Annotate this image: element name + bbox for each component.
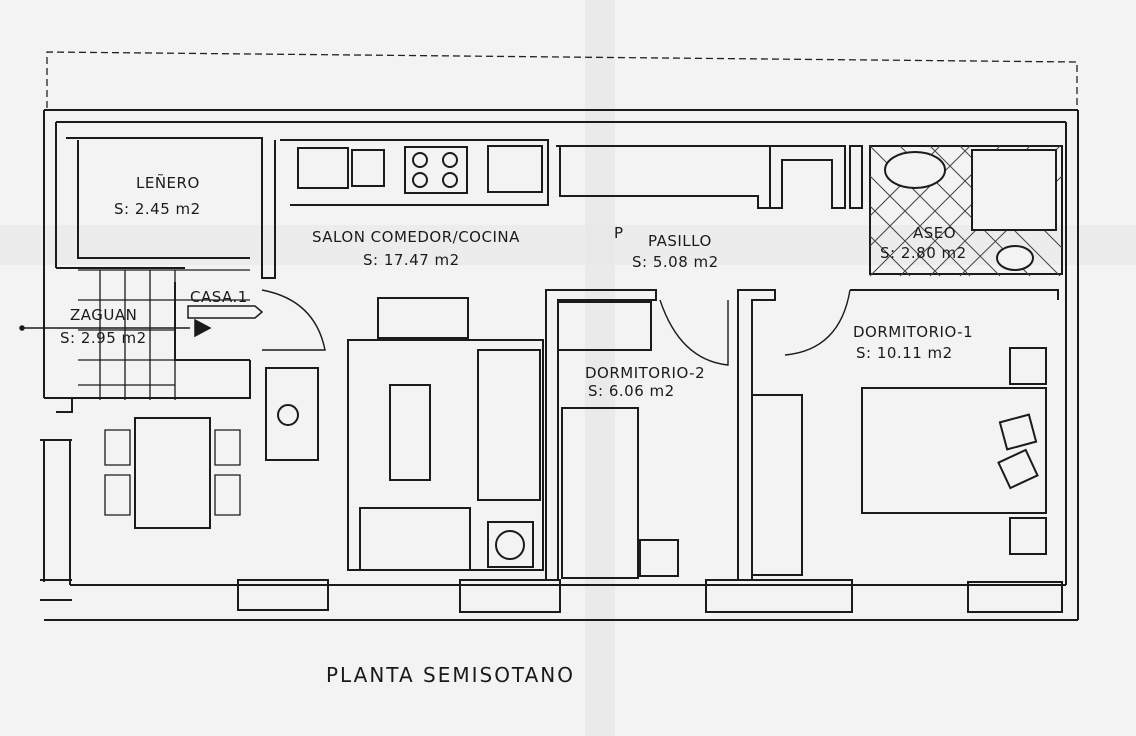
sink xyxy=(297,147,349,189)
nightstand-dorm2 xyxy=(639,539,679,577)
toilet xyxy=(996,245,1034,271)
wall-segment-b xyxy=(849,145,863,209)
wall-segment-a xyxy=(770,145,846,209)
tv-unit xyxy=(377,297,469,339)
marker-letter: P xyxy=(614,224,624,242)
pillow-2 xyxy=(997,448,1039,490)
bottom-pillar-3 xyxy=(705,579,853,613)
room-name-dormitorio-1: DORMITORIO-1 xyxy=(853,323,974,341)
dining-table xyxy=(134,417,211,529)
room-name-salon: SALON COMEDOR/COCINA xyxy=(312,228,520,246)
washer xyxy=(487,521,534,568)
room-area-salon: S: 17.47 m2 xyxy=(363,251,460,269)
shower-tray xyxy=(971,149,1057,231)
sofa-bottom xyxy=(359,507,471,571)
washbasin xyxy=(884,151,946,189)
bottom-pillar-1 xyxy=(237,579,329,611)
lenero-wall xyxy=(66,137,276,279)
dining-chairs xyxy=(104,429,241,516)
room-area-dormitorio-2: S: 6.06 m2 xyxy=(588,382,675,400)
outer-wall-bottom xyxy=(44,584,1078,621)
entrance-label: CASA.1 xyxy=(190,288,248,306)
coffee-table xyxy=(389,384,431,481)
door-swing-entrance xyxy=(261,289,326,351)
fireplace xyxy=(265,367,319,461)
plan-title: PLANTA SEMISOTANO xyxy=(326,663,575,687)
nightstand-dorm1-a xyxy=(1009,347,1047,385)
dormitorio2-right-wall xyxy=(737,289,776,581)
outer-wall-right xyxy=(1065,110,1079,620)
room-area-aseo: S: 2.80 m2 xyxy=(880,244,967,262)
bed-dorm2 xyxy=(561,407,639,579)
wardrobe-dorm2 xyxy=(557,301,652,351)
kitchen-counter xyxy=(280,139,549,206)
sink-basin xyxy=(351,149,385,187)
outer-wall-top xyxy=(44,109,1078,123)
zaguan-walls xyxy=(56,267,251,399)
left-wall-lower xyxy=(43,397,73,585)
cooktop xyxy=(404,146,468,194)
nightstand-dorm1-b xyxy=(1009,517,1047,555)
door-swing-pasillo xyxy=(659,299,729,366)
pillow-1 xyxy=(998,413,1038,451)
room-area-dormitorio-1: S: 10.11 m2 xyxy=(856,344,953,362)
outer-wall-left-upper xyxy=(43,110,57,398)
wardrobe-dorm1 xyxy=(751,394,803,576)
aseo-room xyxy=(869,145,1063,275)
room-name-zaguan: ZAGUAN xyxy=(70,306,138,324)
roof-outline-dashed xyxy=(46,51,1078,110)
oven-unit xyxy=(487,145,543,193)
left-window xyxy=(40,439,72,601)
bottom-pillar-4 xyxy=(967,581,1063,613)
room-area-zaguan: S: 2.95 m2 xyxy=(60,329,147,347)
bed-dorm1 xyxy=(861,387,1047,514)
room-name-lenero: LEÑERO xyxy=(136,174,200,192)
room-name-pasillo: PASILLO xyxy=(648,232,712,250)
rug xyxy=(347,339,544,571)
room-area-lenero: S: 2.45 m2 xyxy=(114,200,201,218)
room-area-pasillo: S: 5.08 m2 xyxy=(632,253,719,271)
bottom-pillar-2 xyxy=(459,579,561,613)
sofa-right xyxy=(477,349,541,501)
room-name-aseo: ASEO xyxy=(913,224,957,242)
door-swing-dorm1 xyxy=(784,289,851,356)
room-name-dormitorio-2: DORMITORIO-2 xyxy=(585,364,706,382)
dormitorio1-top-wall xyxy=(850,289,1059,300)
entrance-arrow xyxy=(19,305,264,338)
